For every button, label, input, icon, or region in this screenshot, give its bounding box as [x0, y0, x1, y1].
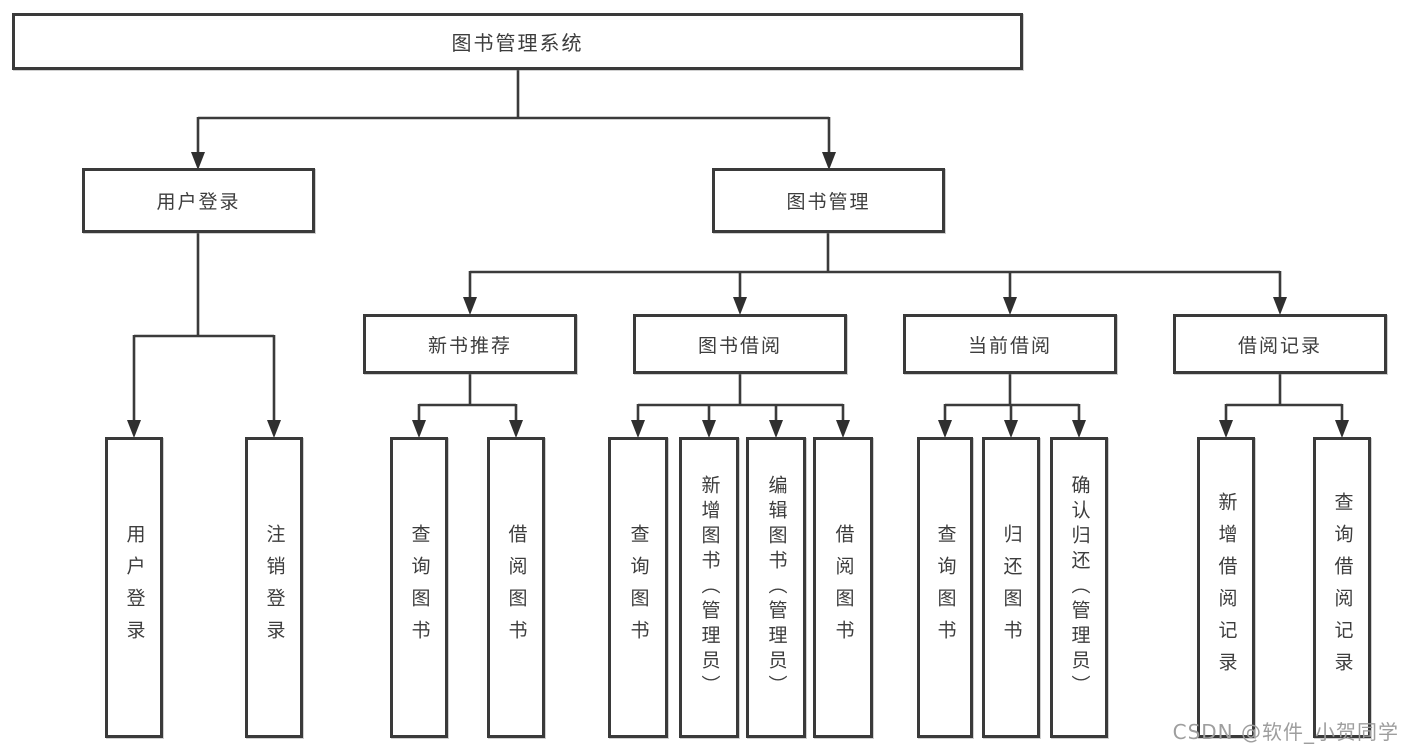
leaf-query-books-current: 查询图书 [917, 437, 973, 738]
leaf-add-borrow-record: 新增借阅记录 [1197, 437, 1255, 738]
node-user-login: 用户登录 [82, 168, 315, 233]
leaf-label: 借阅图书 [505, 523, 528, 652]
leaf-return-books: 归还图书 [982, 437, 1040, 738]
leaf-borrow-books-recommend: 借阅图书 [487, 437, 545, 738]
node-borrow-records: 借阅记录 [1173, 314, 1387, 374]
leaf-label: 查询图书 [934, 523, 957, 652]
node-current-borrowing: 当前借阅 [903, 314, 1117, 374]
leaf-user-login: 用户登录 [105, 437, 163, 738]
node-label: 当前借阅 [967, 334, 1052, 357]
node-book-borrowing: 图书借阅 [633, 314, 847, 374]
leaf-confirm-return-admin: 确认归还（管理员） [1050, 437, 1108, 738]
leaf-label: 查询图书 [627, 523, 650, 652]
leaf-logout: 注销登录 [245, 437, 303, 738]
leaf-label: 确认归还（管理员） [1068, 475, 1091, 700]
node-label: 借阅记录 [1237, 334, 1322, 357]
node-label: 图书管理系统 [451, 31, 584, 55]
csdn-watermark: CSDN @软件_小贺同学 [1172, 720, 1399, 744]
leaf-add-book-admin: 新增图书（管理员） [679, 437, 739, 738]
leaf-label: 新增图书（管理员） [698, 475, 721, 700]
leaf-label: 借阅图书 [832, 523, 855, 652]
leaf-label: 查询借阅记录 [1331, 491, 1354, 684]
leaf-label: 归还图书 [1000, 523, 1023, 652]
leaf-label: 注销登录 [263, 523, 286, 652]
node-label: 用户登录 [156, 191, 241, 213]
leaf-label: 新增借阅记录 [1215, 491, 1238, 684]
node-label: 图书管理 [786, 191, 871, 213]
leaf-borrow-books: 借阅图书 [813, 437, 873, 738]
leaf-edit-book-admin: 编辑图书（管理员） [746, 437, 806, 738]
leaf-query-borrow-record: 查询借阅记录 [1313, 437, 1371, 738]
node-new-book-recommend: 新书推荐 [363, 314, 577, 374]
node-label: 新书推荐 [427, 334, 512, 357]
node-label: 图书借阅 [697, 334, 782, 357]
leaf-query-books-recommend: 查询图书 [390, 437, 448, 738]
leaf-label: 编辑图书（管理员） [765, 475, 788, 700]
node-library-management-system: 图书管理系统 [12, 13, 1023, 70]
arrowhead-icons [127, 152, 1349, 438]
node-book-management: 图书管理 [712, 168, 945, 233]
leaf-query-books-borrowing: 查询图书 [608, 437, 668, 738]
leaf-label: 查询图书 [408, 523, 431, 652]
leaf-label: 用户登录 [123, 523, 146, 652]
